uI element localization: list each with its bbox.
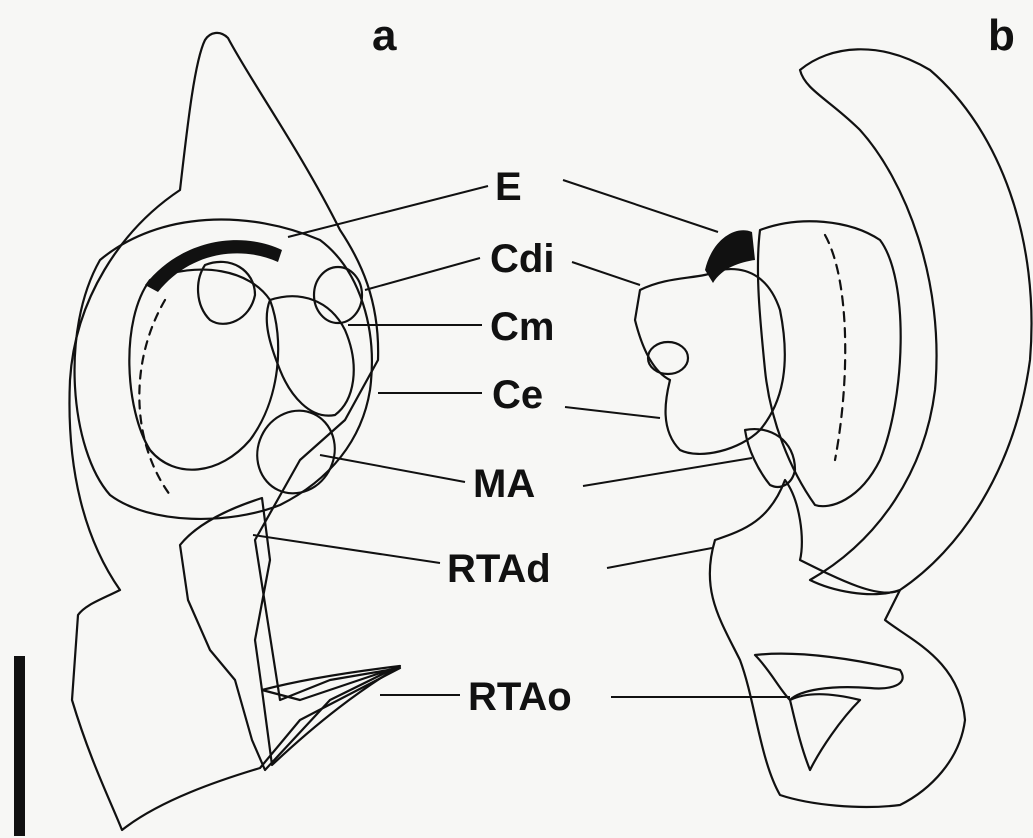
label-cm: Cm — [490, 305, 554, 349]
leader-rtad-right — [607, 548, 712, 568]
tegulum-b — [758, 221, 901, 506]
dashed-line-a — [139, 300, 170, 495]
label-e: E — [495, 165, 522, 209]
leader-ma-left — [320, 455, 465, 482]
loop-b — [648, 342, 688, 374]
leader-cdi-right — [572, 262, 640, 285]
leader-cdi-left — [365, 258, 480, 290]
panel-b-drawing — [635, 49, 1032, 807]
leader-ce-right — [565, 407, 660, 418]
label-rtad: RTAd — [447, 547, 551, 591]
leader-ma-right — [583, 458, 752, 486]
leader-rtad-left — [253, 535, 440, 563]
panel-label-b: b — [988, 11, 1015, 60]
tibia-b — [710, 480, 965, 807]
tibia-stipple-a — [180, 498, 395, 770]
inner-bulb-a — [198, 262, 255, 324]
scale-bar — [14, 656, 25, 836]
tegulum-inner-a — [129, 270, 278, 470]
label-cdi: Cdi — [490, 237, 554, 281]
embolus-a — [145, 240, 282, 292]
rtao-process-b — [755, 654, 903, 700]
median-apophysis-a — [244, 398, 348, 506]
conductor-b — [635, 269, 785, 454]
panel-a-drawing — [69, 33, 400, 830]
cymbium-outline-b — [800, 49, 1032, 594]
panel-label-a: a — [372, 11, 397, 60]
conductor-dorsal-a — [314, 267, 362, 323]
leader-e-right — [563, 180, 718, 232]
dashed-line-b — [825, 235, 845, 460]
label-ma: MA — [473, 462, 535, 506]
embolus-b — [705, 230, 755, 283]
conductor-a — [267, 296, 354, 415]
cymbium-outline-a — [69, 33, 400, 830]
leader-e-left — [288, 186, 488, 237]
rtao-dark-b — [790, 694, 860, 770]
label-ce: Ce — [492, 373, 543, 417]
label-rtao: RTAo — [468, 675, 572, 719]
